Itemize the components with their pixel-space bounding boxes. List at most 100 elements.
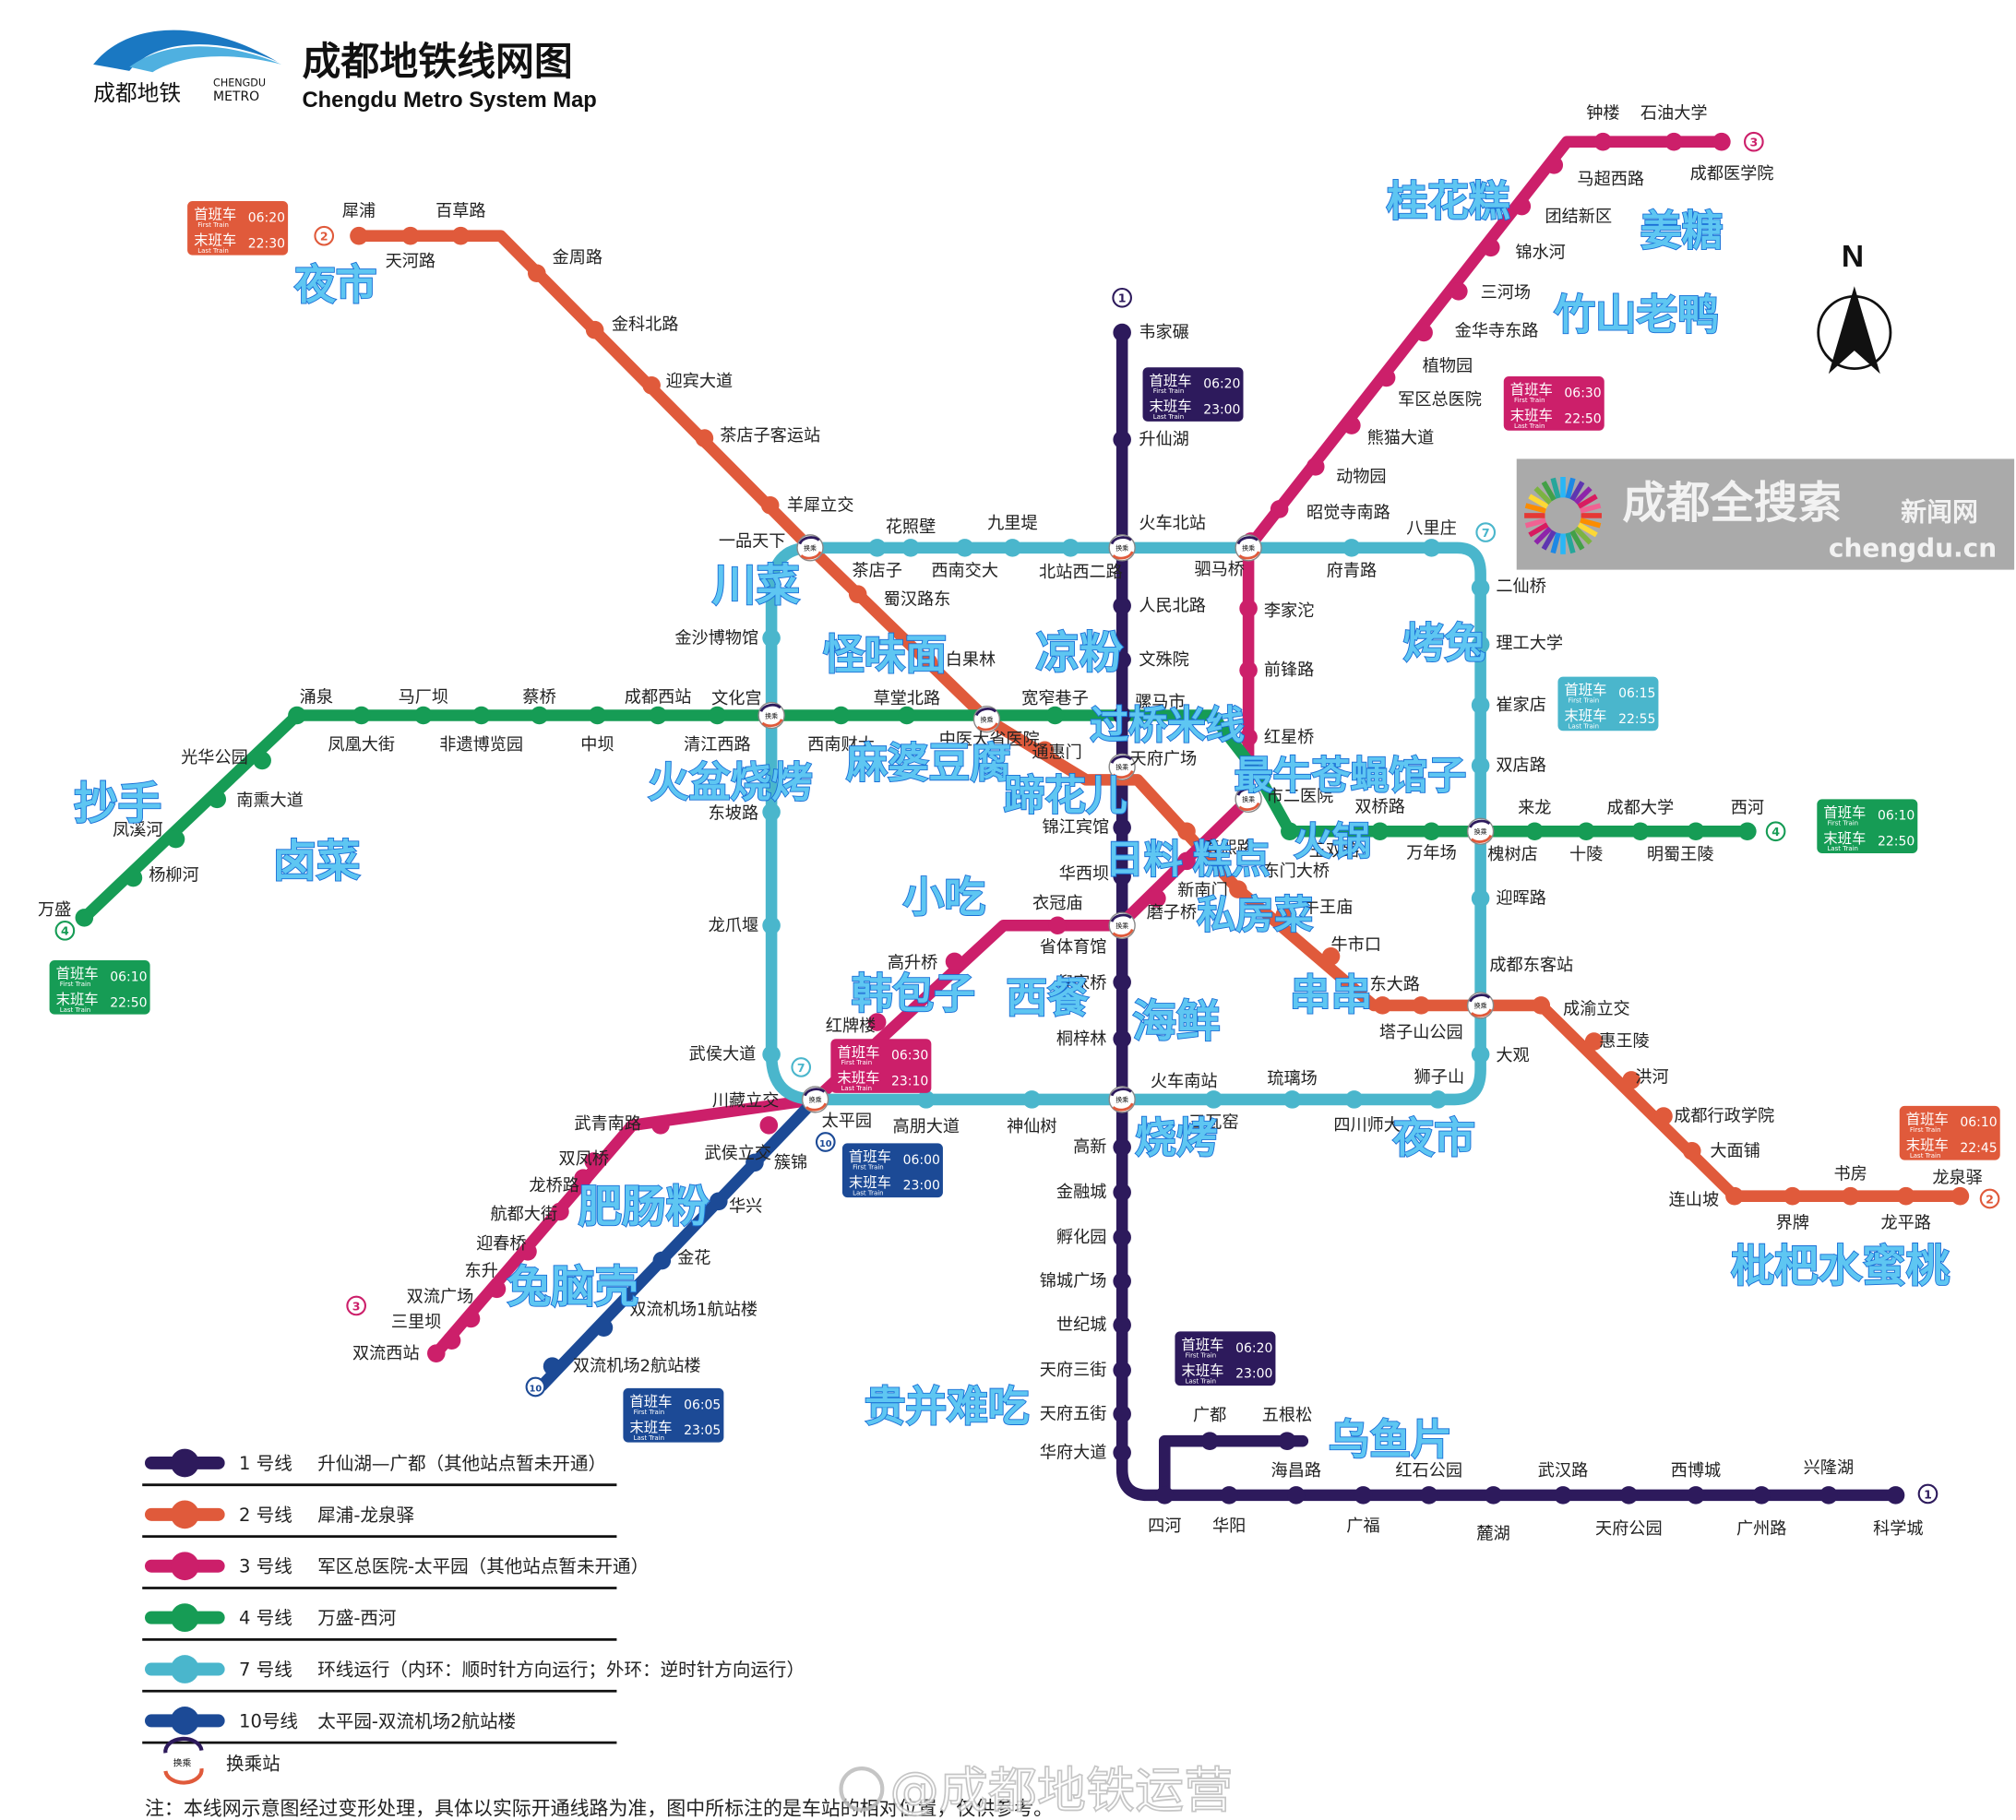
transfer-station-icon[interactable]: 换乘 bbox=[757, 701, 785, 730]
station-label[interactable]: 新南门 bbox=[1177, 881, 1227, 900]
station-dot[interactable] bbox=[1471, 756, 1490, 775]
station-dot[interactable] bbox=[471, 706, 491, 725]
station-label[interactable]: 科学城 bbox=[1873, 1519, 1923, 1539]
station-dot[interactable] bbox=[1113, 972, 1131, 992]
station-dot[interactable] bbox=[762, 916, 781, 935]
station-label[interactable]: 二仙桥 bbox=[1496, 577, 1545, 596]
station-label[interactable]: 动物园 bbox=[1336, 468, 1386, 487]
station-label[interactable]: 迎宾大道 bbox=[666, 372, 734, 391]
station-dot[interactable] bbox=[710, 1192, 728, 1211]
station-dot[interactable] bbox=[1113, 1405, 1131, 1423]
transfer-station-icon[interactable]: 换乘 bbox=[1108, 1086, 1136, 1113]
station-dot[interactable] bbox=[442, 1331, 461, 1350]
station-label[interactable]: 高朋大道 bbox=[892, 1117, 960, 1136]
station-label[interactable]: 一品天下 bbox=[719, 531, 786, 551]
station-label[interactable]: 磨子桥 bbox=[1147, 903, 1197, 922]
transfer-station-icon[interactable]: 换乘 bbox=[1108, 753, 1136, 781]
station-dot[interactable] bbox=[1113, 1361, 1131, 1380]
station-dot[interactable] bbox=[955, 539, 974, 557]
station-label[interactable]: 高新 bbox=[1073, 1137, 1106, 1157]
station-dot[interactable] bbox=[1532, 996, 1551, 1015]
station-label[interactable]: 三瓦窑 bbox=[1188, 1113, 1238, 1133]
station-label[interactable]: 茶店子 bbox=[852, 562, 901, 581]
station-dot[interactable] bbox=[1577, 822, 1595, 841]
station-dot[interactable] bbox=[1471, 635, 1490, 654]
transfer-station-icon[interactable]: 换乘 bbox=[801, 1086, 829, 1113]
station-dot[interactable] bbox=[1725, 1186, 1744, 1206]
station-dot[interactable] bbox=[1373, 996, 1392, 1015]
station-label[interactable]: 东坡路 bbox=[709, 803, 758, 823]
station-label[interactable]: 锦城广场 bbox=[1040, 1272, 1107, 1291]
station-dot[interactable] bbox=[1342, 416, 1361, 434]
station-dot[interactable] bbox=[760, 495, 780, 515]
station-dot[interactable] bbox=[519, 1243, 537, 1261]
station-label[interactable]: 双流西站 bbox=[352, 1344, 420, 1363]
station-dot[interactable] bbox=[762, 1045, 781, 1064]
station-label[interactable]: 海昌路 bbox=[1271, 1461, 1321, 1481]
station-dot[interactable] bbox=[1306, 458, 1325, 476]
station-dot[interactable] bbox=[1278, 1432, 1296, 1450]
station-label[interactable]: 川藏立交 bbox=[712, 1091, 780, 1111]
station-dot[interactable] bbox=[1584, 1032, 1604, 1051]
station-dot[interactable] bbox=[1113, 706, 1131, 725]
station-label[interactable]: 广都 bbox=[1193, 1406, 1226, 1425]
station-dot[interactable] bbox=[1035, 741, 1055, 760]
station-dot[interactable] bbox=[1321, 947, 1341, 966]
station-label[interactable]: 双流机场2航站楼 bbox=[573, 1357, 701, 1376]
station-label[interactable]: 金科北路 bbox=[612, 315, 679, 335]
station-dot[interactable] bbox=[1113, 1183, 1131, 1202]
station-label[interactable]: 万年场 bbox=[1406, 844, 1456, 863]
station-dot[interactable] bbox=[288, 706, 306, 725]
station-dot[interactable] bbox=[1819, 1486, 1838, 1505]
station-dot[interactable] bbox=[1482, 238, 1500, 257]
station-label[interactable]: 凤凰大街 bbox=[328, 735, 395, 755]
station-label[interactable]: 前锋路 bbox=[1264, 660, 1314, 680]
station-dot[interactable] bbox=[1512, 196, 1532, 216]
station-label[interactable]: 成都医学院 bbox=[1690, 164, 1774, 184]
station-label[interactable]: 武侯立交 bbox=[704, 1144, 771, 1163]
station-dot[interactable] bbox=[1155, 1486, 1175, 1505]
station-dot[interactable] bbox=[831, 706, 851, 725]
station-label[interactable]: 兴隆湖 bbox=[1804, 1458, 1854, 1478]
station-label[interactable]: 万盛 bbox=[38, 900, 71, 920]
station-label[interactable]: 人民北路 bbox=[1139, 596, 1206, 615]
station-label[interactable]: 麓湖 bbox=[1476, 1524, 1509, 1543]
station-dot[interactable] bbox=[759, 1116, 779, 1135]
station-dot[interactable] bbox=[1113, 596, 1131, 615]
station-dot[interactable] bbox=[1045, 706, 1065, 725]
transfer-station-icon[interactable]: 换乘 bbox=[1235, 534, 1262, 562]
station-label[interactable]: 成都行政学院 bbox=[1674, 1107, 1774, 1126]
station-label[interactable]: 理工大学 bbox=[1496, 634, 1563, 653]
station-label[interactable]: 成渝立交 bbox=[1563, 1000, 1630, 1019]
station-label[interactable]: 孵化园 bbox=[1056, 1228, 1106, 1247]
station-dot[interactable] bbox=[1619, 1486, 1639, 1505]
station-label[interactable]: 华西坝 bbox=[1059, 864, 1109, 884]
station-dot[interactable] bbox=[1554, 1486, 1572, 1505]
station-dot[interactable] bbox=[585, 320, 604, 339]
station-label[interactable]: 四川师大 bbox=[1333, 1115, 1401, 1135]
station-label[interactable]: 中医大省医院 bbox=[939, 731, 1040, 750]
station-dot[interactable] bbox=[1113, 1272, 1131, 1291]
station-label[interactable]: 连山坡 bbox=[1669, 1190, 1719, 1209]
station-label[interactable]: 红星桥 bbox=[1264, 728, 1314, 747]
station-label[interactable]: 广州路 bbox=[1736, 1519, 1786, 1539]
station-dot[interactable] bbox=[1003, 539, 1022, 557]
station-dot[interactable] bbox=[1654, 1107, 1673, 1125]
station-label[interactable]: 西博城 bbox=[1671, 1461, 1721, 1481]
station-dot[interactable] bbox=[1419, 1486, 1438, 1505]
station-dot[interactable] bbox=[461, 1309, 481, 1328]
station-dot[interactable] bbox=[1113, 430, 1131, 449]
station-dot[interactable] bbox=[867, 1013, 887, 1031]
station-label[interactable]: 龙平路 bbox=[1880, 1214, 1930, 1233]
station-label[interactable]: 四河 bbox=[1148, 1517, 1181, 1536]
station-label[interactable]: 狮子山 bbox=[1414, 1068, 1464, 1088]
station-label[interactable]: 华府大道 bbox=[1040, 1443, 1107, 1462]
station-dot[interactable] bbox=[1239, 660, 1258, 680]
station-dot[interactable] bbox=[919, 653, 938, 672]
station-dot[interactable] bbox=[487, 1279, 507, 1299]
transfer-station-icon[interactable]: 换乘 bbox=[1235, 785, 1262, 814]
station-dot[interactable] bbox=[1545, 156, 1564, 174]
station-dot[interactable] bbox=[1428, 1090, 1448, 1109]
station-label[interactable]: 衣冠庙 bbox=[1032, 894, 1082, 913]
station-label[interactable]: 武侯大道 bbox=[689, 1045, 757, 1065]
